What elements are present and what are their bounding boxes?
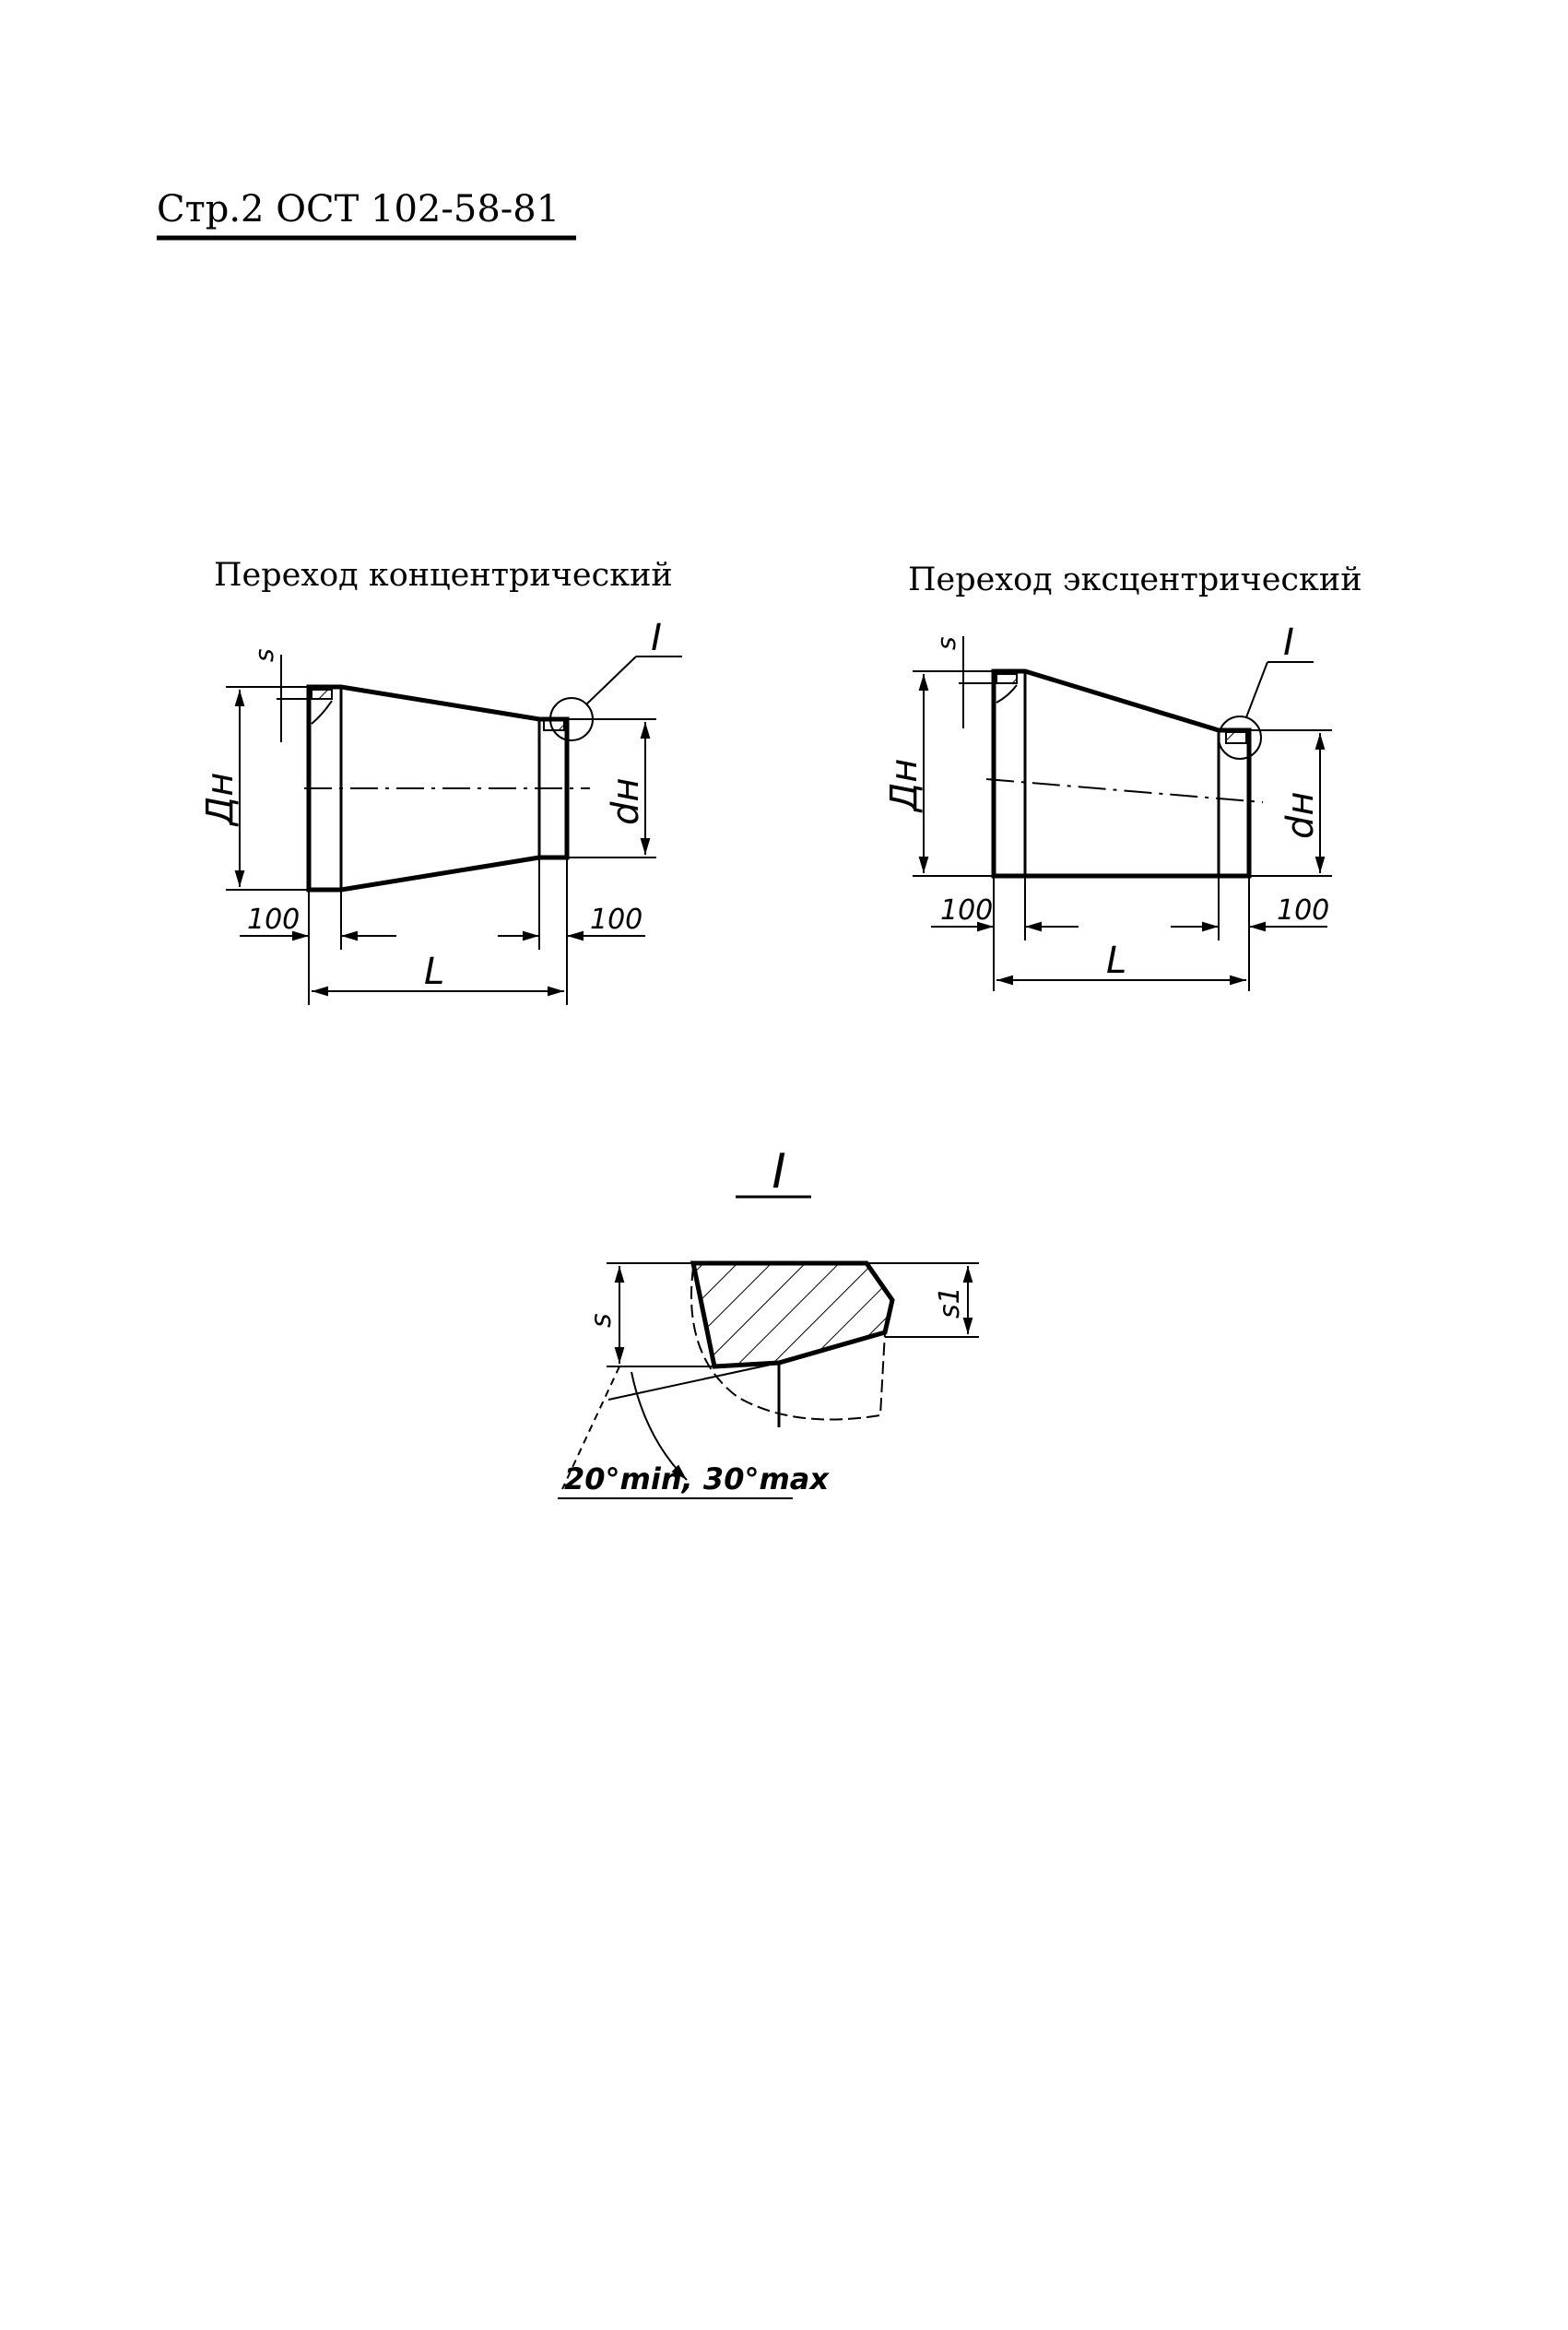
concentric-detail-ref: I — [651, 617, 662, 659]
concentric-detail-leader — [585, 656, 637, 705]
eccentric-detail-ref: I — [1283, 621, 1294, 664]
detail-angle-arc — [631, 1371, 688, 1481]
eccentric-detail-leader — [1245, 661, 1268, 718]
eccentric-wall-section-right — [1225, 731, 1247, 744]
detail-angle-label: 20°min, 30°max — [564, 1461, 830, 1496]
detail-wall-section — [690, 1260, 895, 1369]
concentric-100-left-label: 100 — [247, 904, 300, 936]
eccentric-s-label: s — [931, 636, 961, 650]
concentric-length-label: L — [424, 951, 444, 993]
eccentric-100-right-label: 100 — [1277, 894, 1329, 927]
concentric-dn-small-label: dн — [605, 777, 647, 825]
concentric-dn-label: Дн — [199, 773, 242, 827]
concentric-weld-arc-left — [311, 700, 333, 725]
detail-view-I: I s1 s 20°min, 30°max — [558, 1144, 979, 1499]
concentric-s-label: s — [249, 648, 279, 662]
concentric-100-right-label: 100 — [590, 904, 643, 936]
concentric-reducer-drawing: Переход концентрический I s Дн dн — [199, 557, 682, 1005]
concentric-outline — [306, 684, 570, 893]
eccentric-weld-arc-left — [996, 684, 1018, 704]
detail-s1-label: s1 — [934, 1286, 966, 1319]
page-header: Стр.2 ОСТ 102-58-81 — [157, 188, 576, 241]
concentric-caption: Переход концентрический — [214, 557, 673, 594]
detail-angle-ext — [561, 1366, 620, 1490]
eccentric-wall-section-left — [996, 673, 1018, 684]
detail-title: I — [772, 1144, 785, 1200]
eccentric-reducer-drawing: Переход эксцентрический I s Дн dн — [883, 562, 1362, 991]
eccentric-100-left-label: 100 — [940, 894, 993, 927]
eccentric-length-label: L — [1106, 940, 1126, 982]
detail-s-label: s — [585, 1313, 618, 1328]
page-header-text: Стр.2 ОСТ 102-58-81 — [157, 188, 560, 231]
eccentric-dn-small-label: dн — [1279, 791, 1322, 839]
eccentric-detail-circle — [1218, 716, 1262, 760]
eccentric-outline — [991, 668, 1252, 879]
concentric-wall-section-left — [311, 689, 333, 700]
eccentric-dn-label: Дн — [883, 759, 925, 813]
concentric-wall-section-right — [543, 718, 565, 731]
detail-break-line — [690, 1267, 886, 1421]
eccentric-caption: Переход эксцентрический — [908, 562, 1362, 598]
eccentric-centerline — [985, 778, 1264, 803]
